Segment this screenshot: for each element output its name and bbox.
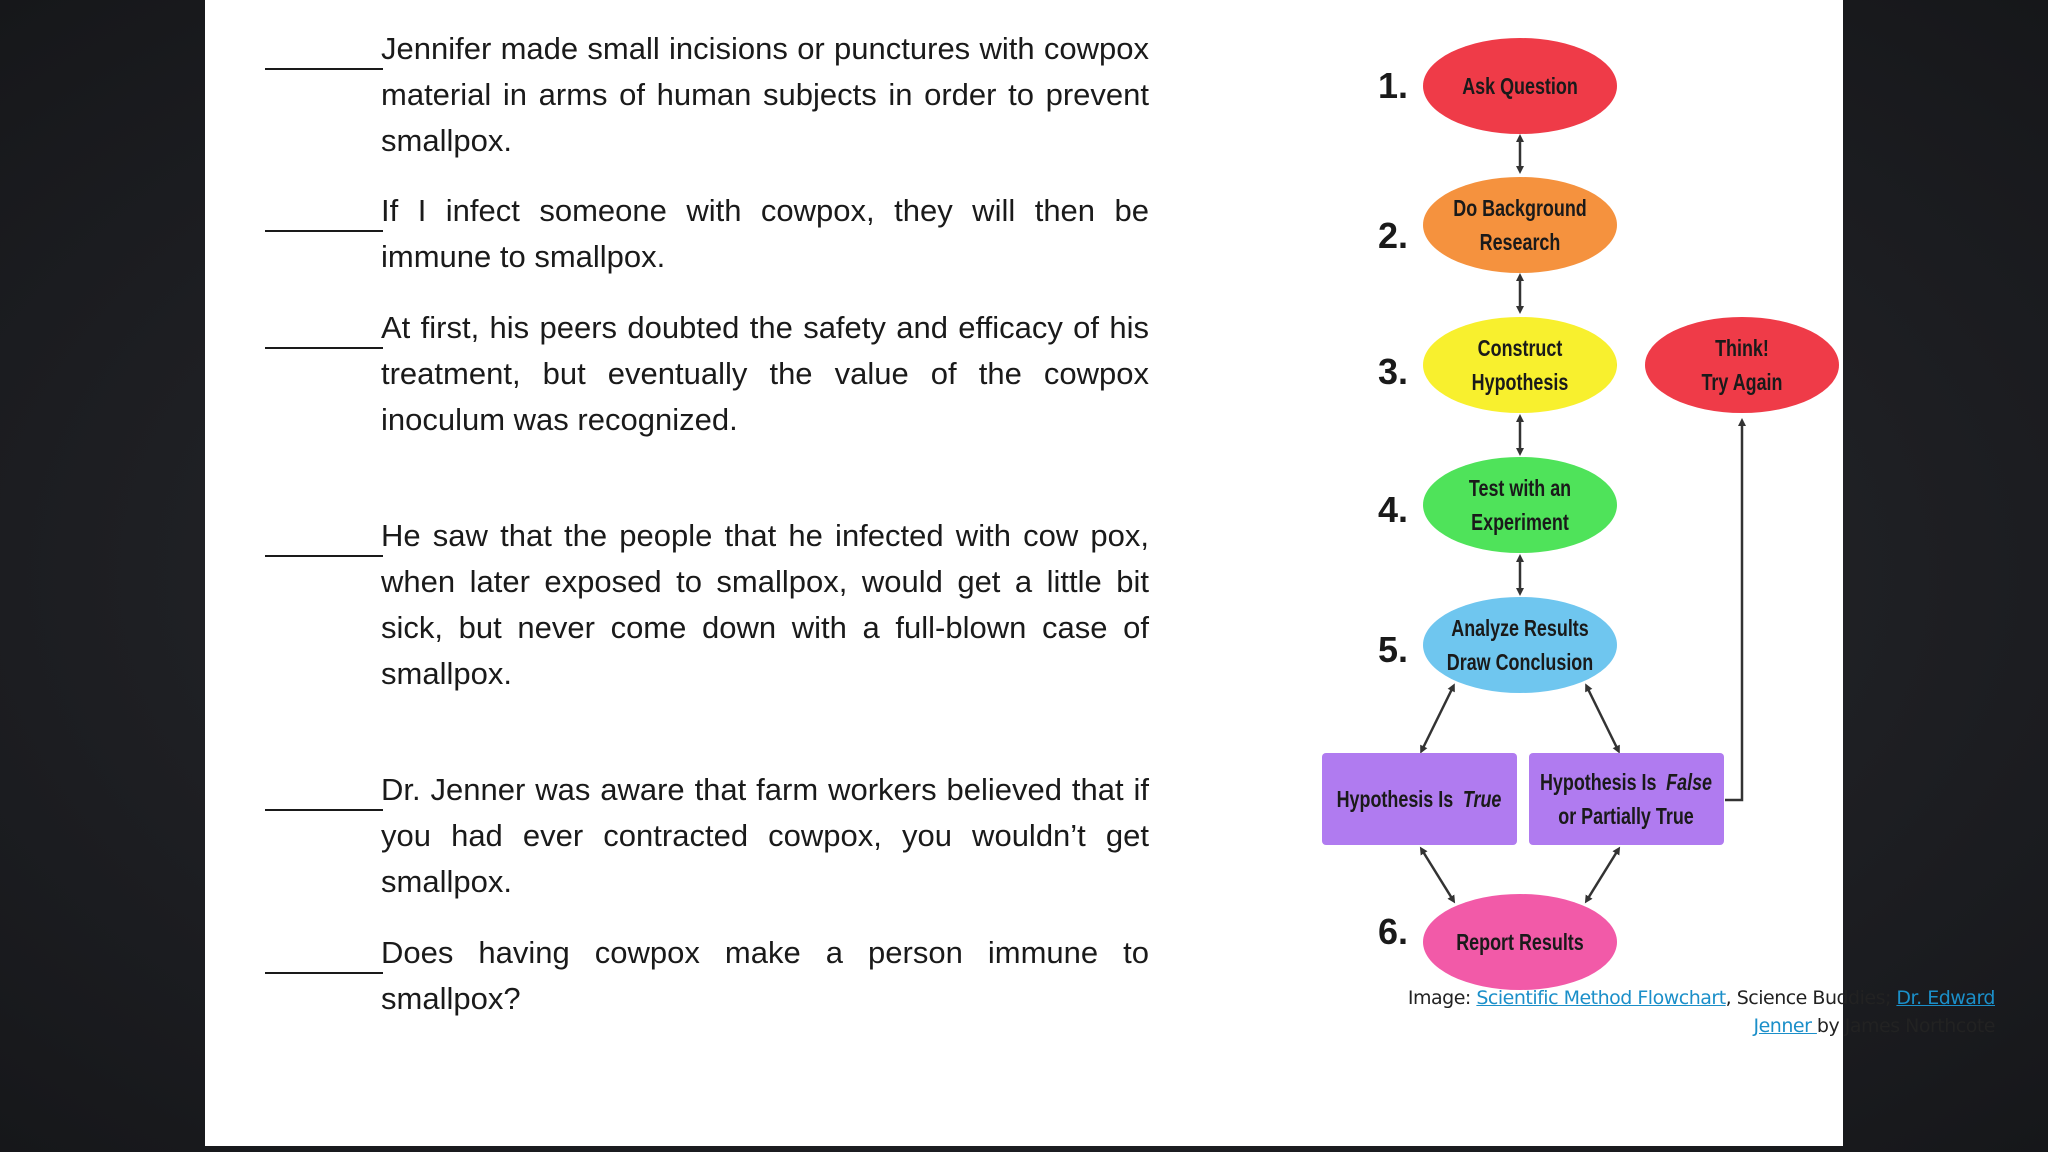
question-text: If I infect someone with cowpox, they wi… [381, 193, 1149, 274]
step-report-results: Report Results [1423, 894, 1617, 990]
answer-blank-5[interactable] [265, 777, 383, 811]
connector [1420, 683, 1455, 754]
question-text: Dr. Jenner was aware that farm workers b… [381, 772, 1149, 899]
question-4: He saw that the people that he infected … [265, 513, 1149, 728]
connector [1419, 846, 1456, 904]
outcome-hypothesis-true: Hypothesis Is True [1322, 753, 1517, 845]
svg-text:Hypothesis Is Fals: Hypothesis Is False [1540, 770, 1712, 796]
step-number: 1. [1378, 65, 1408, 106]
svg-text:Hypothesis: Hypothesis [1472, 370, 1569, 396]
step-number: 4. [1378, 489, 1408, 530]
step-construct-hypothesis: Construct Hypothesis [1423, 317, 1617, 413]
question-2: If I infect someone with cowpox, they wi… [265, 188, 1149, 311]
question-text: He saw that the people that he infected … [381, 518, 1149, 691]
svg-text:Research: Research [1480, 230, 1561, 256]
question-text: At first, his peers doubted the safety a… [381, 310, 1149, 437]
answer-blank-2[interactable] [265, 198, 383, 232]
question-3: At first, his peers doubted the safety a… [265, 305, 1149, 474]
step-number: 6. [1378, 911, 1408, 952]
step-number: 3. [1378, 351, 1408, 392]
flowchart-svg: 1. 2. 3. 4. 5. 6. Ask Question Do Backgr… [1322, 38, 1839, 990]
svg-text:Analyze Results: Analyze Results [1451, 616, 1588, 642]
image-credit-caption: Image: Scientific Method Flowchart, Scie… [1407, 987, 1996, 1037]
question-1: Jennifer made small incisions or punctur… [265, 26, 1149, 195]
step-number: 5. [1378, 629, 1408, 670]
answer-blank-4[interactable] [265, 523, 383, 557]
retry-think-again: Think! Try Again [1645, 317, 1839, 413]
svg-text:Do Background: Do Background [1453, 196, 1586, 222]
connector [1585, 683, 1620, 754]
answer-blank-6[interactable] [265, 940, 383, 974]
connector [1584, 846, 1621, 904]
svg-text:Construct: Construct [1478, 336, 1563, 362]
answer-blank-1[interactable] [265, 36, 383, 70]
answer-blank-3[interactable] [265, 315, 383, 349]
outcome-hypothesis-false: Hypothesis Is False or Partially True [1529, 753, 1724, 845]
scientific-method-flowchart: 1. 2. 3. 4. 5. 6. Ask Question Do Backgr… [1305, 20, 2005, 1060]
svg-text:Try Again: Try Again [1701, 370, 1782, 396]
feedback-connector [1725, 418, 1746, 802]
svg-text:Draw Conclusion: Draw Conclusion [1447, 650, 1593, 676]
step-test-experiment: Test with an Experiment [1423, 457, 1617, 553]
question-text: Does having cowpox make a person immune … [381, 935, 1149, 1016]
svg-text:or Partially True: or Partially True [1558, 804, 1693, 830]
jenner-portrait-link[interactable]: Dr. Edward Jenner [1753, 987, 1996, 1037]
svg-text:Test with an: Test with an [1469, 476, 1571, 502]
slide: Jennifer made small incisions or punctur… [205, 0, 1996, 1146]
question-text: Jennifer made small incisions or punctur… [381, 31, 1149, 158]
svg-text:Ask Question: Ask Question [1462, 74, 1578, 100]
step-number: 2. [1378, 215, 1408, 256]
question-6: Does having cowpox make a person immune … [265, 930, 1149, 1053]
svg-text:Hypothesis Is True: Hypothesis Is True [1337, 787, 1502, 813]
svg-text:Report Results: Report Results [1456, 930, 1584, 956]
question-5: Dr. Jenner was aware that farm workers b… [265, 767, 1149, 936]
svg-text:Experiment: Experiment [1471, 510, 1569, 536]
step-analyze-results: Analyze Results Draw Conclusion [1423, 597, 1617, 693]
svg-text:Think!: Think! [1715, 336, 1769, 362]
step-ask-question: Ask Question [1423, 38, 1617, 134]
flowchart-source-link[interactable]: Scientific Method Flowchart [1476, 987, 1726, 1009]
step-background-research: Do Background Research [1423, 177, 1617, 273]
